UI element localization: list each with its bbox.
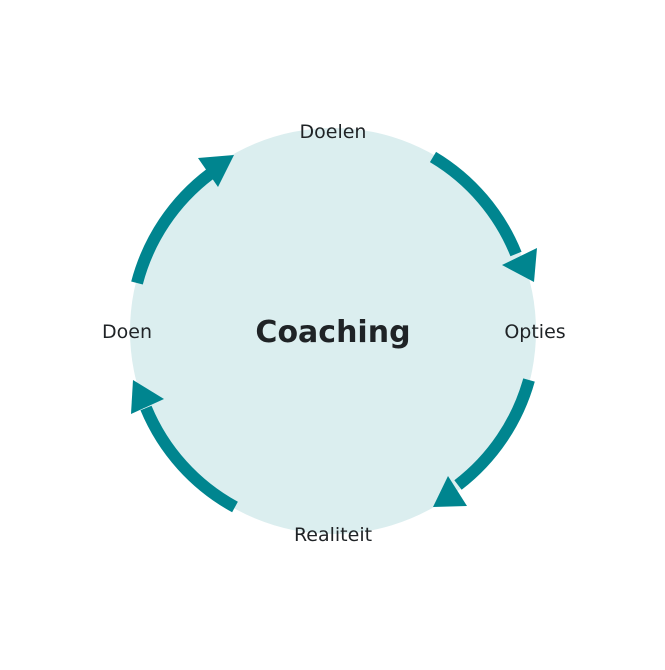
node-label-doen: Doen bbox=[102, 321, 152, 343]
arrow-head bbox=[502, 248, 537, 282]
arrow-doelen-to-opties bbox=[429, 151, 537, 282]
arrow-head bbox=[131, 380, 164, 414]
arrow-head bbox=[198, 155, 234, 187]
arrow-shaft bbox=[429, 151, 522, 257]
arrow-doen-to-doelen bbox=[131, 155, 234, 285]
node-label-opties: Opties bbox=[504, 321, 565, 343]
node-label-doelen: Doelen bbox=[300, 121, 367, 143]
center-label: Coaching bbox=[255, 315, 410, 350]
arrow-head bbox=[433, 476, 467, 507]
arrow-opties-to-realiteit bbox=[433, 378, 535, 507]
arrow-shaft bbox=[454, 378, 535, 490]
cycle-arrows bbox=[131, 151, 537, 513]
arrow-realiteit-to-doen bbox=[131, 380, 238, 513]
arrow-shaft bbox=[131, 169, 214, 285]
node-label-realiteit: Realiteit bbox=[294, 524, 372, 546]
arrow-shaft bbox=[140, 405, 238, 513]
cycle-circle bbox=[130, 128, 536, 534]
